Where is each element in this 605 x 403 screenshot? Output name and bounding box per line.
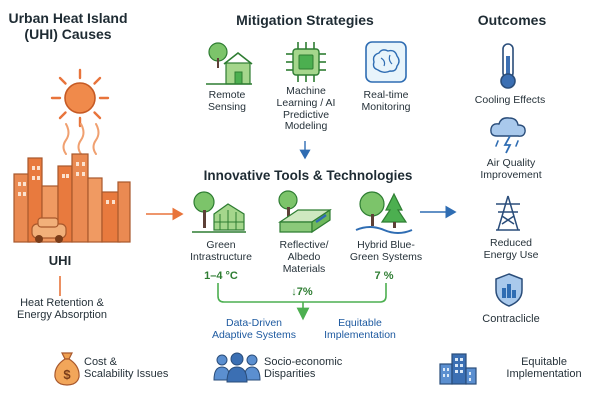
causes-title-line2: (UHI) Causes	[24, 25, 112, 42]
cloud-rain-icon	[490, 117, 526, 154]
reduced-energy-label: Reduced Energy Use	[466, 237, 556, 262]
hybrid-blue-green-icon	[355, 191, 413, 234]
ml-ai-label: Machine Learning / AI Predictive Modelin…	[270, 85, 342, 133]
cost-scalability-label: Cost & Scalability Issues	[84, 356, 184, 381]
mitigation-title: Mitigation Strategies	[236, 12, 374, 28]
ml-line4: Modeling	[284, 120, 328, 133]
ai-chip-icon	[286, 42, 326, 82]
air-quality-label: Air Quality Improvement	[466, 157, 556, 182]
remote-line1: Remote	[208, 89, 246, 101]
socio-line2: Disparities	[264, 368, 316, 381]
outcomes-title: Outcomes	[477, 12, 547, 28]
shield-icon	[495, 273, 523, 307]
socio-line1: Socio-economic	[264, 356, 343, 368]
people-group-icon	[213, 352, 261, 383]
equitable-implementation-bottom-label: Equitable Implementation	[494, 356, 594, 381]
cost-line1: Cost &	[84, 356, 118, 368]
adaptive-line2: Adaptive Systems	[211, 328, 297, 341]
uhi-label: UHI	[48, 253, 72, 268]
hybrid-line1: Hybrid Blue-	[357, 239, 415, 251]
causes-title-line1: Urban Heat Island	[8, 10, 128, 26]
money-bag-icon: $	[54, 352, 80, 386]
equit-mid-line2: Implementation	[324, 328, 396, 341]
ml-line3: Predictive	[282, 108, 330, 121]
data-driven-adaptive-label: Data-Driven Adaptive Systems	[208, 317, 300, 342]
heat-retention-line1: Heat Retention &	[20, 297, 104, 309]
reflect-line2: Albedo	[287, 250, 321, 263]
green-line1: Green	[206, 239, 236, 251]
socio-economic-label: Socio-economic Disparities	[264, 356, 360, 381]
remote-sensing-house-icon	[206, 42, 253, 85]
ml-line2: Learning / AI	[276, 96, 336, 109]
equit-bottom-line1: Equitable	[521, 356, 567, 368]
tools-title: Innovative Tools & Technologies	[203, 168, 413, 183]
reflective-albedo-label: Reflective/ Albedo Materials	[268, 239, 340, 275]
sun-icon	[50, 68, 110, 128]
cooling-effects-label: Cooling Effects	[474, 94, 546, 106]
hybrid-line2: Green Systems	[349, 250, 423, 263]
equit-mid-line1: Equitable	[338, 317, 382, 329]
rt-line2: Monitoring	[361, 100, 411, 113]
realtime-monitoring-label: Real-time Monitoring	[350, 89, 422, 114]
rt-line1: Real-time	[363, 89, 409, 101]
cost-line2: Scalability Issues	[84, 368, 169, 381]
heat-retention-line2: Energy Absorption	[17, 309, 107, 322]
hybrid-value: 7 %	[374, 270, 394, 282]
energy-line2: Energy Use	[483, 248, 539, 261]
adaptive-line1: Data-Driven	[225, 317, 283, 329]
equitable-implementation-mid-label: Equitable Implementation	[318, 317, 402, 342]
ml-line1: Machine	[286, 85, 326, 97]
tools-merge-bracket	[217, 283, 387, 303]
monitoring-brain-icon	[365, 41, 407, 83]
green-infrastructure-icon	[192, 191, 246, 233]
green-line2: Intrastructure	[190, 250, 252, 263]
power-tower-icon	[496, 195, 520, 231]
reflect-line3: Materials	[282, 262, 326, 275]
svg-text:$: $	[63, 367, 71, 382]
remote-sensing-label: Remote Sensing	[198, 89, 256, 114]
causes-title: Urban Heat Island (UHI) Causes	[4, 10, 132, 42]
air-line1: Air Quality	[486, 157, 536, 169]
remote-line2: Sensing	[208, 100, 246, 113]
contraclicle-label: Contraclicle	[482, 313, 540, 325]
hybrid-systems-label: Hybrid Blue- Green Systems	[346, 239, 426, 264]
reflective-materials-icon	[278, 190, 332, 234]
green-value: 1–4 °C	[204, 270, 238, 282]
air-line2: Improvement	[480, 168, 542, 181]
energy-line1: Reduced	[489, 237, 533, 249]
equit-bottom-line2: Implementation	[506, 368, 582, 381]
heat-waves-icon	[62, 123, 100, 155]
buildings-icon	[439, 353, 477, 385]
city-buildings-icon	[13, 153, 131, 243]
heat-retention-label: Heat Retention & Energy Absorption	[10, 297, 114, 322]
reflective-value: ↓7%	[291, 286, 313, 298]
green-infrastructure-label: Green Intrastructure	[186, 239, 256, 264]
reflect-line1: Reflective/	[279, 239, 329, 251]
thermometer-icon	[500, 43, 516, 89]
